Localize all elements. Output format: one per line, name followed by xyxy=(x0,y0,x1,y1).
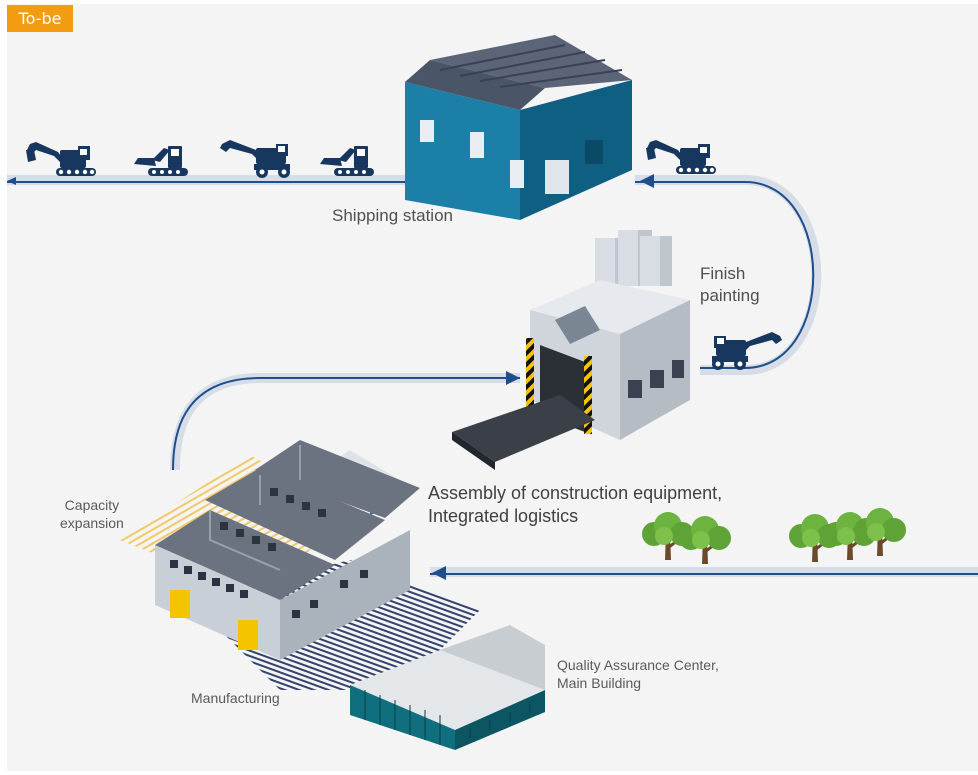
mini-excavator-icon xyxy=(320,146,374,176)
shipping-station-building xyxy=(405,35,632,220)
finish-painting-building xyxy=(452,230,690,470)
tree-icon xyxy=(852,506,908,558)
assembly-label: Assembly of construction equipment, Inte… xyxy=(428,482,722,528)
shipping-station-label: Shipping station xyxy=(332,206,453,225)
to-be-badge: To-be xyxy=(7,5,73,32)
capacity-expansion-label: Capacity expansion xyxy=(60,497,124,533)
finish-painting-line1: Finish xyxy=(700,264,746,283)
mini-excavator-icon xyxy=(134,146,188,176)
qa-line2: Main Building xyxy=(557,674,642,691)
qa-line1: Quality Assurance Center, xyxy=(557,657,719,673)
arrow-left-icon xyxy=(7,174,654,580)
arrow-right-icon xyxy=(506,371,520,385)
assembly-line2: Integrated logistics xyxy=(428,506,579,527)
quality-assurance-building xyxy=(350,625,545,750)
manufacturing-building xyxy=(155,440,420,660)
excavator-icon xyxy=(646,140,716,174)
wheel-excavator-icon xyxy=(220,140,290,178)
flow-path xyxy=(7,175,978,577)
quality-assurance-label: Quality Assurance Center, Main Building xyxy=(557,657,719,693)
capacity-line2: expansion xyxy=(60,514,124,531)
finish-painting-line2: painting xyxy=(700,285,760,305)
finish-painting-label: Finish painting xyxy=(700,263,760,307)
manufacturing-label: Manufacturing xyxy=(191,690,280,706)
assembly-line1: Assembly of construction equipment, xyxy=(428,483,723,503)
excavator-icon xyxy=(26,142,96,176)
capacity-line1: Capacity xyxy=(64,497,120,513)
